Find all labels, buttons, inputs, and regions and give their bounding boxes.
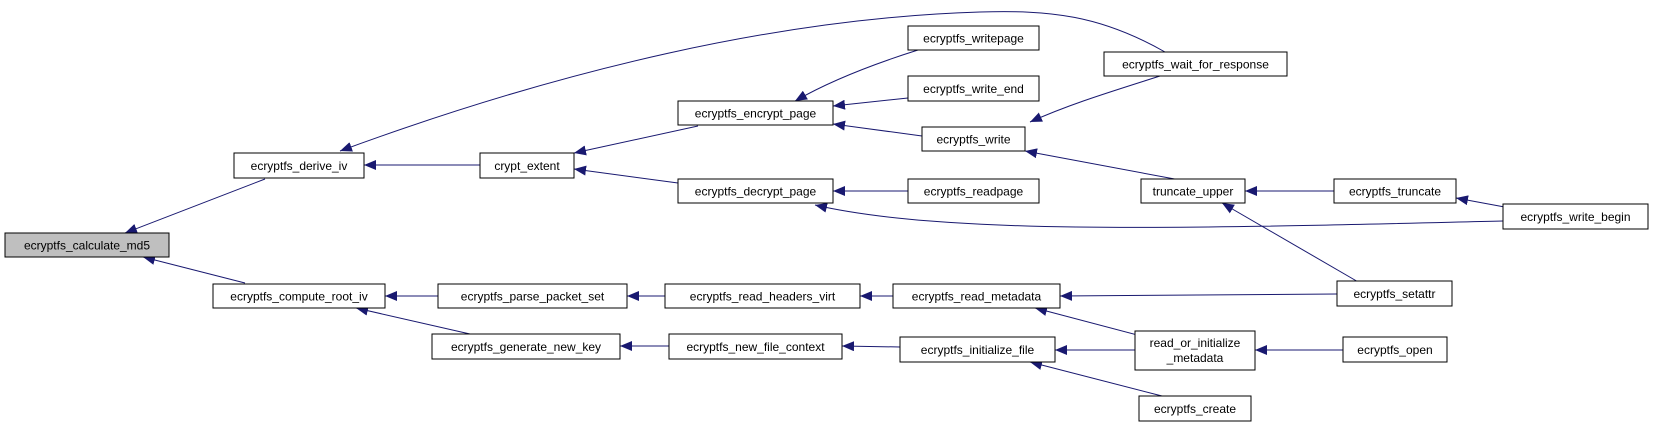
node-label-open: ecryptfs_open	[1357, 343, 1432, 357]
node-label-wait-for-response: ecryptfs_wait_for_response	[1122, 58, 1269, 72]
node-parse-packet-set[interactable]: ecryptfs_parse_packet_set	[437, 283, 628, 309]
node-label-read-metadata: ecryptfs_read_metadata	[912, 290, 1042, 304]
node-create[interactable]: ecryptfs_create	[1138, 395, 1252, 422]
node-label-calculate-md5: ecryptfs_calculate_md5	[24, 239, 150, 253]
node-decrypt-page[interactable]: ecryptfs_decrypt_page	[677, 178, 834, 204]
node-label-write-end: ecryptfs_write_end	[923, 82, 1024, 96]
edge-create-to-initialize-file	[1029, 360, 1163, 397]
node-label-encrypt-page: ecryptfs_encrypt_page	[695, 107, 817, 121]
edge-setattr-to-truncate-upper	[1221, 202, 1361, 284]
node-label-initialize-file: ecryptfs_initialize_file	[921, 343, 1035, 357]
node-crypt-extent[interactable]: crypt_extent	[479, 152, 575, 179]
node-label-compute-root-iv: ecryptfs_compute_root_iv	[230, 290, 367, 304]
node-new-file-context[interactable]: ecryptfs_new_file_context	[668, 333, 843, 360]
edge-write-begin-to-truncate	[1455, 195, 1511, 209]
node-label-read-or-init-line1: read_or_initialize	[1150, 336, 1241, 350]
node-label-read-headers-virt: ecryptfs_read_headers_virt	[690, 290, 836, 304]
edge-generate-new-key-to-compute-root-iv	[355, 305, 471, 335]
node-label-decrypt-page: ecryptfs_decrypt_page	[695, 185, 817, 199]
node-open[interactable]: ecryptfs_open	[1342, 336, 1448, 363]
node-label-writepage: ecryptfs_writepage	[923, 32, 1024, 46]
edge-wait-for-response-to-derive-iv	[339, 11, 1166, 152]
node-label-truncate-upper: truncate_upper	[1153, 185, 1234, 199]
node-truncate-upper[interactable]: truncate_upper	[1140, 178, 1246, 204]
edge-initialize-file-to-new-file-context	[841, 341, 901, 352]
node-label-create: ecryptfs_create	[1154, 402, 1236, 416]
edge-encrypt-page-to-crypt-extent	[573, 125, 699, 156]
edge-truncate-upper-to-write	[1024, 148, 1181, 181]
edge-derive-iv-to-calculate-md5	[124, 178, 266, 234]
edge-wait-for-response-to-write	[1029, 75, 1161, 123]
node-label-truncate: ecryptfs_truncate	[1349, 185, 1441, 199]
node-derive-iv[interactable]: ecryptfs_derive_iv	[233, 152, 365, 179]
node-readpage[interactable]: ecryptfs_readpage	[907, 178, 1040, 204]
node-write[interactable]: ecryptfs_write	[921, 126, 1026, 152]
edge-write-to-encrypt-page	[832, 120, 923, 137]
node-setattr[interactable]: ecryptfs_setattr	[1336, 280, 1453, 307]
node-label-readpage: ecryptfs_readpage	[924, 185, 1024, 199]
node-writepage[interactable]: ecryptfs_writepage	[907, 25, 1040, 51]
node-initialize-file[interactable]: ecryptfs_initialize_file	[899, 336, 1056, 363]
node-read-metadata[interactable]: ecryptfs_read_metadata	[892, 283, 1061, 309]
node-label-parse-packet-set: ecryptfs_parse_packet_set	[461, 290, 605, 304]
node-read-headers-virt[interactable]: ecryptfs_read_headers_virt	[664, 283, 861, 309]
node-wait-for-response[interactable]: ecryptfs_wait_for_response	[1103, 51, 1288, 77]
node-generate-new-key[interactable]: ecryptfs_generate_new_key	[431, 333, 621, 360]
edge-writepage-to-encrypt-page	[794, 49, 919, 102]
edge-compute-root-iv-to-calculate-md5	[142, 255, 246, 284]
edge-read-or-init-to-read-metadata	[1034, 306, 1146, 338]
edge-write-end-to-encrypt-page	[832, 97, 909, 110]
node-calculate-md5[interactable]: ecryptfs_calculate_md5	[4, 232, 170, 258]
node-label-read-or-init-line2: _metadata	[1166, 351, 1224, 365]
edge-setattr-to-read-metadata	[1059, 290, 1338, 301]
node-truncate[interactable]: ecryptfs_truncate	[1333, 178, 1457, 204]
edge-layer	[124, 11, 1511, 397]
node-label-crypt-extent: crypt_extent	[494, 159, 560, 173]
node-label-setattr: ecryptfs_setattr	[1353, 287, 1435, 301]
node-write-begin[interactable]: ecryptfs_write_begin	[1502, 203, 1649, 230]
node-label-write: ecryptfs_write	[936, 133, 1010, 147]
node-label-derive-iv: ecryptfs_derive_iv	[251, 159, 348, 173]
edge-decrypt-page-to-crypt-extent	[573, 165, 679, 184]
node-compute-root-iv[interactable]: ecryptfs_compute_root_iv	[212, 283, 386, 309]
node-label-new-file-context: ecryptfs_new_file_context	[686, 340, 825, 354]
node-layer: ecryptfs_calculate_md5 ecryptfs_derive_i…	[4, 25, 1649, 422]
node-read-or-init-metadata[interactable]: read_or_initialize _metadata	[1134, 330, 1256, 371]
node-encrypt-page[interactable]: ecryptfs_encrypt_page	[677, 100, 834, 126]
edge-write-begin-to-decrypt-page	[814, 202, 1504, 228]
node-write-end[interactable]: ecryptfs_write_end	[907, 75, 1040, 102]
node-label-generate-new-key: ecryptfs_generate_new_key	[451, 340, 601, 354]
node-label-write-begin: ecryptfs_write_begin	[1520, 210, 1630, 224]
